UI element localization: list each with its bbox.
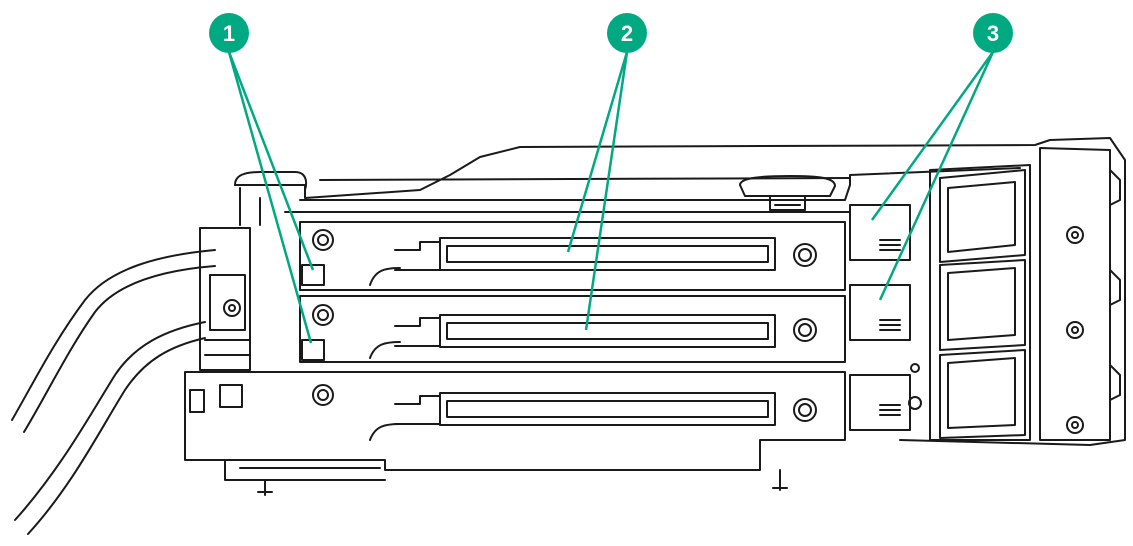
callout-3-label: 3 [987,21,999,46]
leader-lines-1 [227,51,315,344]
callout-2-label: 2 [621,21,633,46]
callout-3: 3 [973,13,1013,53]
leader-lines-2 [566,51,629,331]
riser-slot-3 [184,371,846,496]
riser-slot-1 [299,221,846,291]
drive-bay-bracket [929,147,1121,441]
cable-connector [199,227,251,371]
callout-2: 2 [607,13,647,53]
callout-1: 1 [209,13,249,53]
leader-lines-3 [870,51,995,301]
cable-bundle [11,249,216,535]
thumbscrew-top [739,175,836,211]
callout-1-label: 1 [223,21,235,46]
riser-slot-2 [299,295,846,363]
cage-top-frame [234,137,1126,446]
slot-connectors [849,204,922,431]
